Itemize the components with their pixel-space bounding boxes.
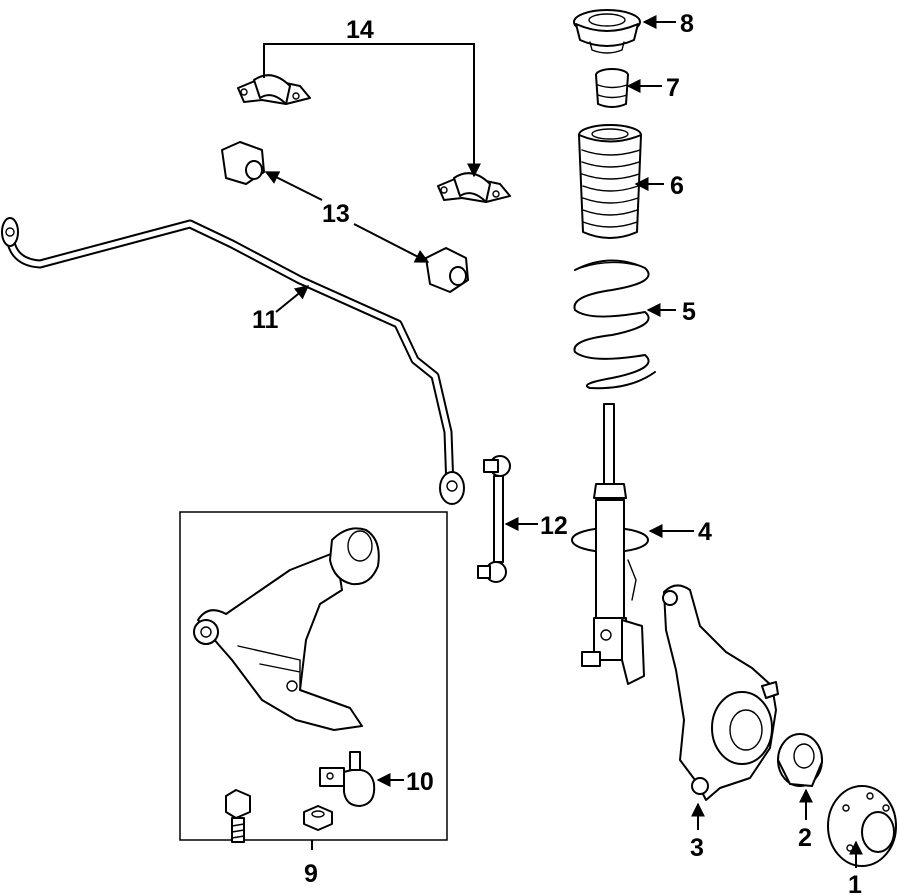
callout-4: 4: [698, 518, 712, 546]
bushing-bracket-part: [237, 74, 511, 203]
bump-stop-part: [595, 68, 629, 108]
dust-boot-part: [578, 124, 642, 239]
callout-10: 10: [406, 768, 434, 796]
callout-14: 14: [346, 16, 374, 44]
callout-7: 7: [666, 74, 680, 102]
strut-part: [571, 403, 649, 685]
lower-arm-box: [179, 511, 448, 841]
stabilizer-link-part: [477, 455, 511, 583]
callout-3: 3: [690, 834, 704, 862]
stabilizer-bar-part: [1, 217, 465, 505]
callout-2: 2: [798, 824, 812, 852]
wheel-bearing-part: [777, 733, 823, 787]
steering-knuckle-part: [662, 584, 779, 801]
nut-part: [303, 805, 333, 831]
leader-lines: [263, 15, 863, 868]
callout-11: 11: [252, 306, 279, 334]
stabilizer-bushing-part: [221, 141, 469, 293]
callout-12: 12: [540, 512, 568, 540]
callout-6: 6: [670, 172, 684, 200]
callout-1: 1: [848, 871, 862, 896]
ball-joint-part: [319, 751, 376, 807]
lower-control-arm-part: [193, 527, 380, 731]
callout-5: 5: [682, 298, 696, 326]
wheel-hub-part: [827, 785, 897, 867]
strut-mount-part: [573, 9, 641, 54]
callout-13: 13: [322, 200, 350, 228]
callout-8: 8: [680, 10, 694, 38]
callout-9: 9: [304, 860, 318, 888]
coil-spring-part: [573, 259, 656, 390]
bolt-part: [225, 789, 251, 843]
